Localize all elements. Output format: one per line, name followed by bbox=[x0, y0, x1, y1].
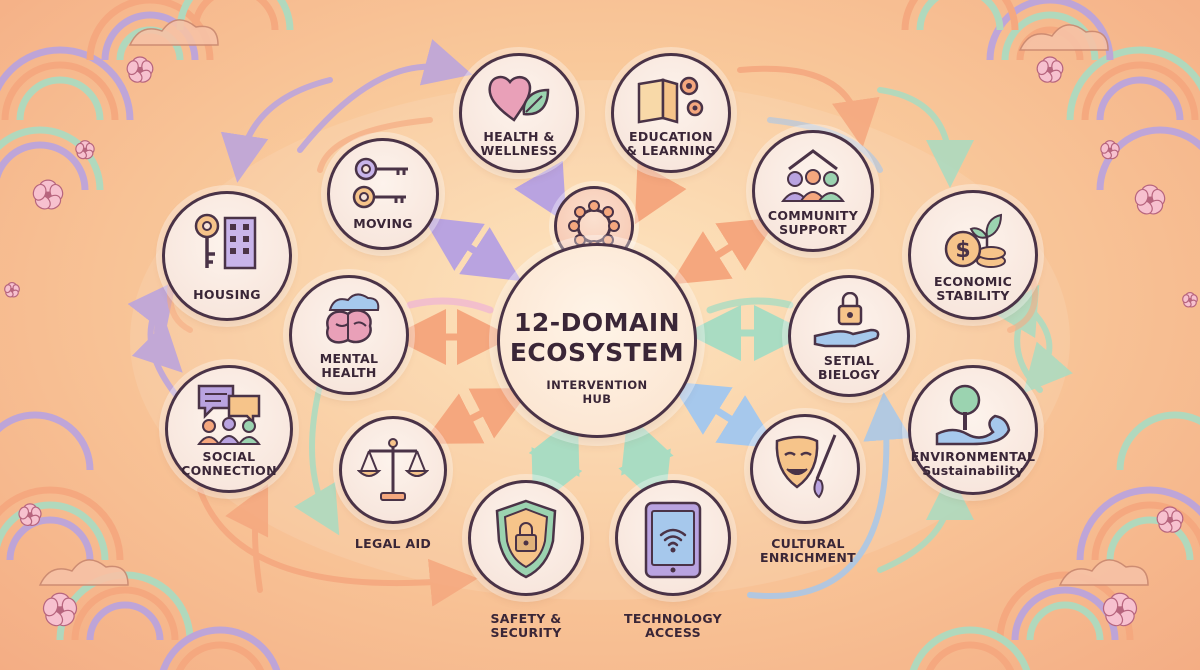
domain-mental-health: MENTAL HEALTH bbox=[289, 275, 409, 395]
cloud-decoration bbox=[38, 559, 129, 586]
domain-education-learning: EDUCATION & LEARNING bbox=[611, 53, 731, 173]
label-housing: HOUSING bbox=[193, 287, 261, 302]
heart-leaf-icon bbox=[488, 75, 550, 122]
community-house-icon bbox=[780, 149, 846, 202]
domain-cultural-enrichment bbox=[750, 414, 860, 524]
hand-lock-icon bbox=[813, 292, 880, 348]
cherry-blossom-icon bbox=[1182, 291, 1198, 308]
label-cultural-enrichment: CULTURAL ENRICHMENT bbox=[760, 536, 856, 565]
brain-cloud-icon bbox=[325, 293, 380, 344]
book-gears-icon bbox=[637, 76, 704, 124]
domain-environmental-sustainability: ENVIRONMENTAL Sustainability bbox=[908, 365, 1038, 495]
domain-technology-access bbox=[615, 480, 731, 596]
hub-title-line-1: 12-DOMAIN bbox=[513, 308, 681, 337]
label-education-learning: EDUCATION & LEARNING bbox=[626, 129, 716, 158]
cherry-blossom-icon bbox=[1156, 506, 1184, 533]
label-community-support: COMMUNITY SUPPORT bbox=[767, 208, 859, 237]
domain-moving: MOVING bbox=[327, 138, 439, 250]
domain-health-wellness: HEALTH & WELLNESS bbox=[459, 53, 579, 173]
key-building-icon bbox=[194, 213, 257, 270]
hub-title-line-2: ECOSYSTEM bbox=[509, 338, 685, 367]
keys-icon bbox=[352, 157, 408, 209]
cloud-decoration bbox=[128, 19, 219, 46]
cloud-decoration bbox=[1058, 559, 1149, 586]
hub-title: 12-DOMAIN ECOSYSTEM bbox=[500, 308, 694, 368]
label-setial-bielogy: SETIAL BIELOGY bbox=[818, 353, 880, 382]
label-moving: MOVING bbox=[353, 216, 413, 231]
cherry-blossom-icon bbox=[18, 503, 42, 527]
cherry-blossom-icon bbox=[32, 179, 64, 210]
cherry-blossom-icon bbox=[1102, 592, 1138, 627]
cherry-blossom-icon bbox=[4, 281, 20, 298]
cherry-blossom-icon bbox=[42, 592, 78, 627]
coins-sprout-icon: $ bbox=[944, 213, 1006, 268]
cherry-blossom-icon bbox=[126, 56, 154, 83]
domain-social-connection: SOCIAL CONNECTION bbox=[165, 365, 293, 493]
cherry-blossom-icon bbox=[1100, 140, 1120, 160]
tablet-wifi-icon bbox=[644, 501, 702, 579]
domain-legal-aid bbox=[339, 416, 447, 524]
cloud-decoration bbox=[1018, 24, 1109, 51]
label-economic-stability: ECONOMIC STABILITY bbox=[933, 274, 1013, 303]
shield-lock-icon bbox=[495, 499, 557, 579]
label-technology-access: TECHNOLOGY ACCESS bbox=[624, 611, 722, 640]
label-health-wellness: HEALTH & WELLNESS bbox=[480, 129, 558, 158]
domain-safety-security bbox=[468, 480, 584, 596]
tree-wave-icon bbox=[935, 384, 1011, 446]
hub-subtitle: INTERVENTION HUB bbox=[546, 378, 648, 406]
corner-waves-top-left bbox=[0, 0, 294, 191]
scales-icon bbox=[357, 438, 429, 501]
domain-housing: HOUSING bbox=[162, 191, 292, 321]
cherry-blossom-icon bbox=[1036, 56, 1064, 83]
label-legal-aid: LEGAL AID bbox=[354, 536, 432, 551]
mask-brush-icon bbox=[775, 434, 837, 499]
central-hub: 12-DOMAIN ECOSYSTEM INTERVENTION HUB bbox=[497, 243, 697, 438]
domain-community-support: COMMUNITY SUPPORT bbox=[752, 130, 874, 252]
domain-economic-stability: $ ECONOMIC STABILITY bbox=[908, 190, 1038, 320]
chat-people-icon bbox=[197, 384, 261, 445]
cherry-blossom-icon bbox=[75, 140, 95, 160]
label-social-connection: SOCIAL CONNECTION bbox=[181, 449, 277, 478]
cherry-blossom-icon bbox=[1134, 184, 1166, 215]
label-safety-security: SAFETY & SECURITY bbox=[490, 611, 562, 640]
label-environmental-sustainability: ENVIRONMENTAL Sustainability bbox=[910, 449, 1036, 478]
svg-text:$: $ bbox=[955, 238, 970, 263]
domain-setial-bielogy: SETIAL BIELOGY bbox=[788, 275, 910, 397]
label-mental-health: MENTAL HEALTH bbox=[319, 351, 379, 380]
